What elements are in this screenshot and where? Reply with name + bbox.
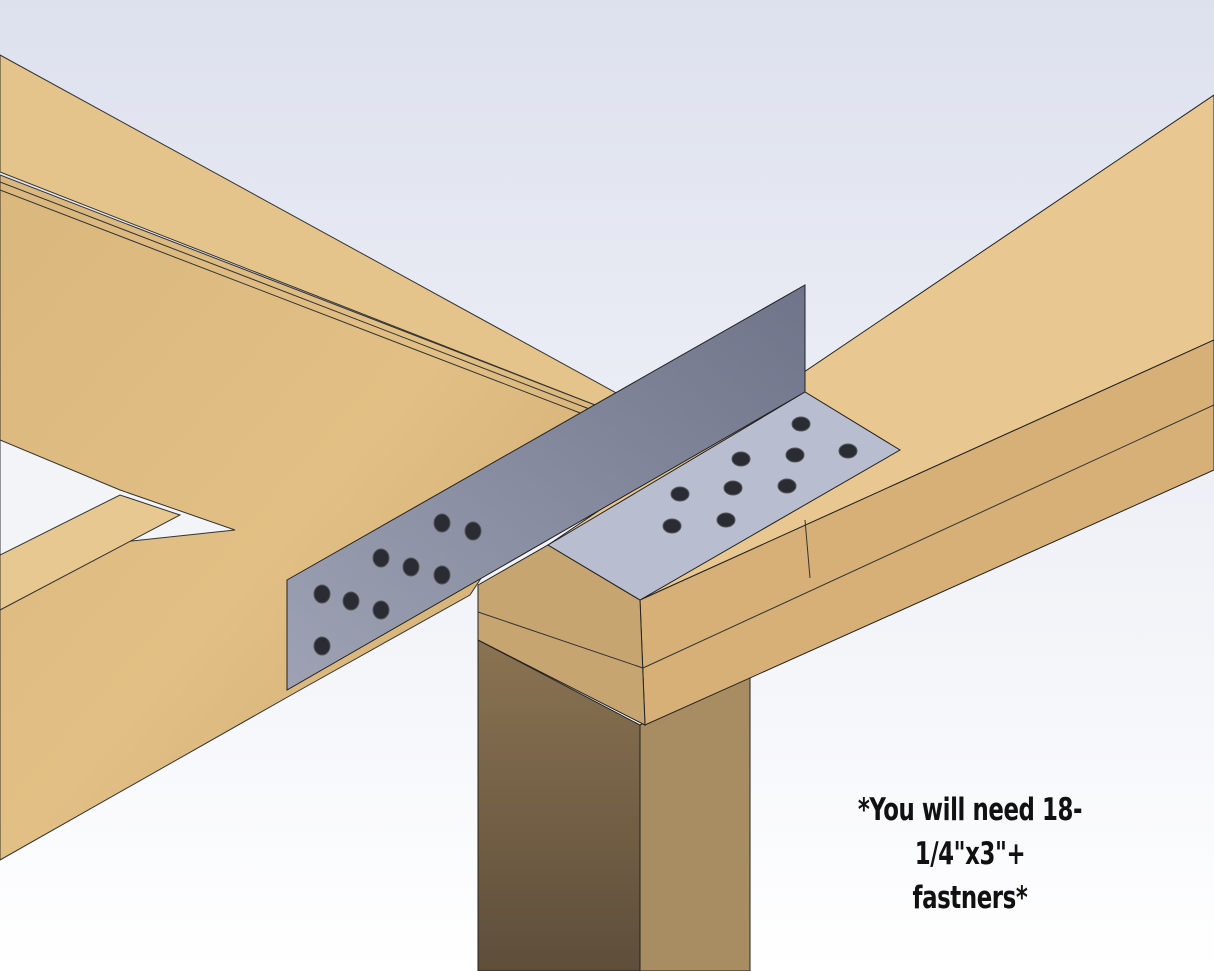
bolt (731, 451, 751, 467)
bolt (785, 447, 805, 463)
bolt (670, 486, 690, 502)
fastener-note-line1: *You will need 18- 1/4"x3"+ (857, 792, 1083, 872)
bolt (372, 548, 390, 568)
bracket-horizontal-plate (547, 391, 901, 601)
bolt (313, 636, 331, 656)
bolt (313, 584, 331, 604)
bolts (313, 416, 858, 656)
beam-seam (642, 404, 1214, 669)
plywood-edge-line (0, 189, 589, 417)
bolt (433, 513, 451, 533)
bolt (838, 443, 858, 459)
bolt (433, 565, 451, 585)
bolt (791, 416, 811, 432)
beam-end-seam (477, 611, 644, 669)
bolt (342, 591, 360, 611)
bolt (723, 480, 743, 496)
lower-left-beam (0, 494, 182, 611)
plywood-sheet (0, 174, 596, 861)
plywood-edge-line (0, 181, 593, 411)
fastener-note-line2: fastners* (912, 880, 1028, 916)
fastener-note: *You will need 18- 1/4"x3"+ fastners* (806, 788, 1134, 920)
bolt (372, 600, 390, 620)
beam-joint (804, 519, 811, 579)
bolt (716, 512, 736, 528)
bolt (777, 478, 797, 494)
bolt (402, 557, 420, 577)
post-front-face (477, 639, 641, 971)
bolt (662, 518, 682, 534)
right-beam-end (477, 544, 646, 726)
bolt (464, 521, 482, 541)
